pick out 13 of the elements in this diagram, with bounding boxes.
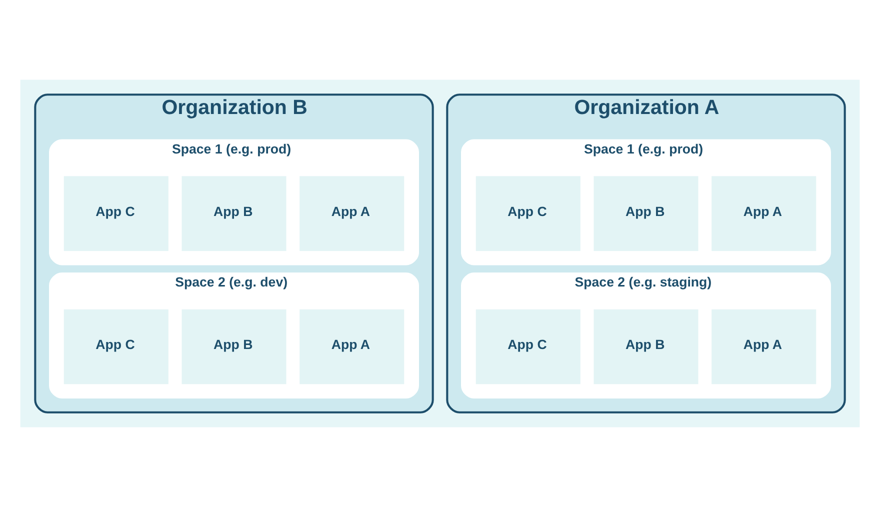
cluster: [20, 79, 860, 427]
node-box: App B: [182, 308, 286, 384]
node-box: App C: [476, 176, 580, 250]
node-box: App B: [594, 176, 698, 250]
node-box: App C: [476, 308, 580, 384]
node-box: App C: [64, 176, 168, 250]
node-box: App A: [712, 176, 816, 250]
node-box: App C: [64, 308, 168, 384]
node-box: App A: [300, 176, 404, 250]
node-box: App A: [300, 308, 404, 384]
node-box: App B: [182, 176, 286, 250]
node-box: App A: [712, 308, 816, 384]
node-box: App B: [594, 308, 698, 384]
